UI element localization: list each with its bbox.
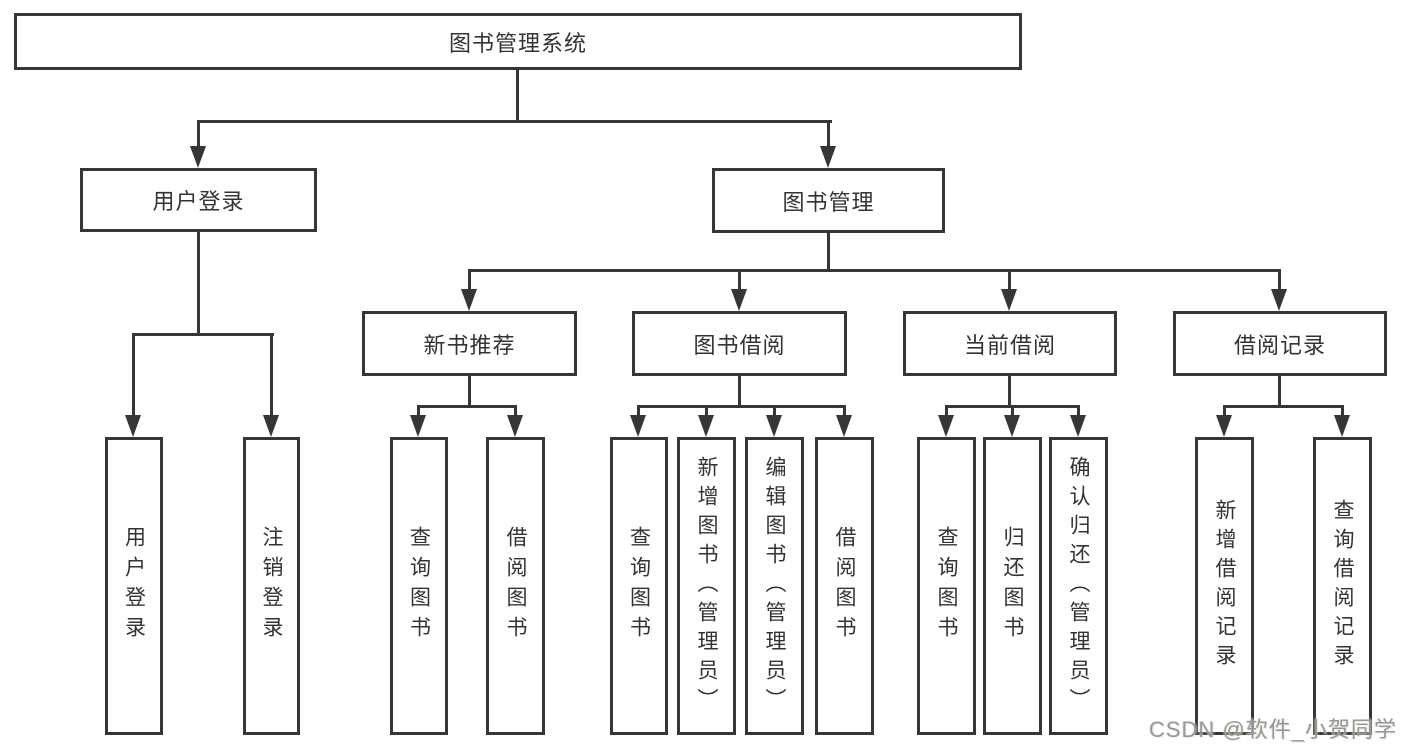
node-label: 查询图书 [627,526,651,646]
node-label: 用户登录 [122,526,146,646]
node-book-borrowing: 图书借阅 [632,311,847,376]
node-label: 借阅记录 [1233,332,1326,358]
connector [1278,376,1281,408]
leaf-query-books: 查询图书 [390,437,448,735]
connector [197,122,200,150]
connector [516,70,519,122]
connector [637,405,846,408]
leaf-user-login: 用户登录 [105,437,163,735]
node-current-borrowing: 当前借阅 [903,311,1117,376]
node-label: 当前借阅 [963,332,1056,358]
node-label: 用户登录 [152,189,245,214]
leaf-add-books-admin: 新增图书（管理员） [677,437,736,735]
node-label: 编辑图书（管理员） [763,455,786,717]
node-user-login: 用户登录 [80,168,317,232]
leaf-add-borrow-record: 新增借阅记录 [1195,437,1254,735]
arrowhead-down-icon [125,415,141,437]
node-new-book-recommend: 新书推荐 [362,311,577,376]
node-borrow-records: 借阅记录 [1173,311,1387,376]
arrowhead-down-icon [1334,415,1350,437]
connector [468,269,1281,272]
connector [514,407,517,419]
node-label: 图书管理系统 [448,30,587,56]
connector [1223,405,1344,408]
leaf-logout: 注销登录 [243,437,300,735]
connector [1223,407,1226,419]
node-label: 查询图书 [407,526,431,646]
arrowhead-down-icon [507,415,523,437]
arrowhead-down-icon [766,415,782,437]
node-label: 图书管理 [782,189,875,215]
connector [637,407,640,419]
connector [945,405,1080,408]
connector [468,376,471,408]
arrowhead-down-icon [820,146,836,168]
node-book-management: 图书管理 [712,168,945,233]
connector [843,407,846,419]
arrowhead-down-icon [938,415,954,437]
connector [417,405,517,408]
arrowhead-down-icon [1070,415,1086,437]
arrowhead-down-icon [1001,289,1017,311]
connector [827,122,830,150]
connector [1077,407,1080,419]
arrowhead-down-icon [461,289,477,311]
arrowhead-down-icon [698,415,714,437]
node-label: 归还图书 [1001,526,1024,646]
arrowhead-down-icon [410,415,426,437]
connector [468,271,471,291]
connector [738,376,741,408]
connector [1008,271,1011,291]
leaf-borrow-books: 借阅图书 [815,437,874,735]
arrowhead-down-icon [1004,415,1020,437]
arrowhead-down-icon [1271,289,1287,311]
connector [1011,407,1014,419]
leaf-edit-books-admin: 编辑图书（管理员） [745,437,804,735]
node-label: 新增图书（管理员） [695,455,718,717]
node-label: 借阅图书 [504,526,527,646]
connector [738,271,741,291]
node-label: 新书推荐 [423,332,516,358]
connector [705,407,708,419]
node-label: 图书借阅 [693,332,786,358]
node-label: 确认归还（管理员） [1067,455,1090,717]
arrowhead-down-icon [836,415,852,437]
connector [945,407,948,419]
connector [417,407,420,419]
node-label: 借阅图书 [833,526,856,646]
leaf-confirm-return-admin: 确认归还（管理员） [1049,437,1108,735]
leaf-query-books: 查询图书 [610,437,668,735]
leaf-return-books: 归还图书 [983,437,1042,735]
connector [270,335,273,417]
arrowhead-down-icon [731,289,747,311]
csdn-watermark: CSDN @软件_小贺同学 [1148,717,1397,742]
connector [197,232,200,336]
arrowhead-down-icon [190,146,206,168]
node-label: 新增借阅记录 [1213,499,1236,673]
connector [1278,271,1281,291]
leaf-query-books: 查询图书 [917,437,976,735]
node-label: 查询图书 [935,526,958,646]
connector [827,232,830,272]
arrowhead-down-icon [1216,415,1232,437]
leaf-borrow-books: 借阅图书 [486,437,545,735]
connector [1008,376,1011,408]
node-label: 查询借阅记录 [1331,499,1354,673]
arrowhead-down-icon [630,415,646,437]
node-library-management-system: 图书管理系统 [14,13,1022,70]
node-label: 注销登录 [260,526,283,646]
connector [773,407,776,419]
connector [197,120,832,123]
leaf-query-borrow-record: 查询借阅记录 [1313,437,1372,735]
connector [132,333,274,336]
arrowhead-down-icon [263,415,279,437]
connector [1341,407,1344,419]
connector [132,335,135,417]
